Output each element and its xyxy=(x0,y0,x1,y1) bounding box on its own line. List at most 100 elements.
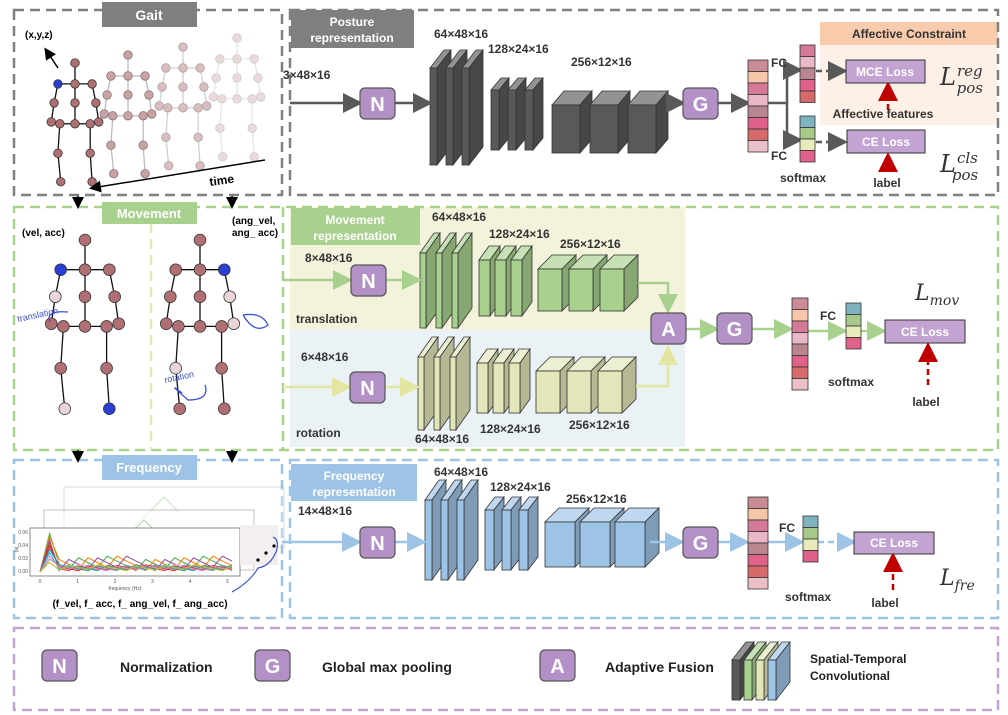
posture-fc2-label: FC xyxy=(771,149,787,163)
skeleton-joint xyxy=(249,54,259,64)
skeleton-joint xyxy=(164,161,174,171)
legend-global-pool-icon-label: G xyxy=(265,656,281,678)
conv-block-front xyxy=(731,659,741,701)
frequency-global-pool-box xyxy=(682,526,719,559)
frequency-feature-vector xyxy=(747,496,769,590)
skeleton-joint xyxy=(138,140,148,150)
translation-dim-2: 128×24×16 xyxy=(489,227,550,241)
feature-vectors xyxy=(747,44,862,590)
skeleton-joint xyxy=(232,54,242,64)
posture-dim-2: 128×24×16 xyxy=(488,42,549,56)
mce-loss-label: MCE Loss xyxy=(856,65,914,79)
skeleton-bone xyxy=(142,145,146,174)
movement-ce-loss-box xyxy=(884,319,966,344)
skeleton-joint xyxy=(202,101,212,111)
frequency-title: Frequency xyxy=(116,460,183,475)
gait-skeleton-frame-2 xyxy=(99,50,157,179)
conv-block xyxy=(484,495,505,572)
rotation-conv-stack xyxy=(417,335,637,432)
skeleton-joint xyxy=(99,109,109,119)
skeleton-joint xyxy=(256,92,266,102)
posture-fc-arrow-1 xyxy=(768,60,803,105)
movement-feature-vector-cell xyxy=(791,378,809,391)
movement-feature-vector-cell xyxy=(791,309,809,322)
conv-block-front xyxy=(510,259,523,317)
frequency-cls-output-cell xyxy=(802,527,819,540)
y-axis-label: |a| xyxy=(14,547,20,552)
conv-block xyxy=(510,244,533,318)
posture-global-pool-box xyxy=(682,87,719,120)
rotation-curve-2 xyxy=(242,313,269,329)
frequency-branch-panel xyxy=(288,458,1000,620)
skeleton-joint xyxy=(218,402,231,415)
translation-input-dim: 8×48×16 xyxy=(305,251,353,265)
frequency-feature-vector-cell xyxy=(747,542,769,555)
posture-reg-output-cell xyxy=(799,79,816,92)
movement-global-pool: G xyxy=(716,312,753,345)
posture-feature-vector-cell xyxy=(747,105,769,118)
rotation-normalization-box xyxy=(349,371,386,404)
adaptive-fusion-box xyxy=(650,312,687,345)
movement-label: label xyxy=(912,395,939,409)
adaptive-fusion-label: A xyxy=(661,319,675,341)
posture-fc1-label: FC xyxy=(771,56,787,70)
movement-softmax-label: softmax xyxy=(828,375,874,389)
skeleton-joint xyxy=(154,101,164,111)
skeleton-joint xyxy=(46,117,56,127)
conv-block-front xyxy=(461,67,470,166)
skeleton-joint xyxy=(208,92,218,102)
frequency-feature-vector-cell xyxy=(747,519,769,532)
frequency-rep-title-box xyxy=(291,464,417,501)
posture-normalization-label: N xyxy=(370,94,384,116)
skeleton-joint xyxy=(108,290,121,303)
posture-cls-output-cell xyxy=(799,115,816,128)
skeleton-joint xyxy=(91,98,101,108)
mce-loss-box xyxy=(845,59,926,84)
skeleton-joint xyxy=(53,79,63,89)
posture-cls-output xyxy=(799,115,816,163)
skeleton-joint xyxy=(178,82,188,92)
translation-to-fusion-arrow xyxy=(638,281,678,314)
skeleton-joint xyxy=(232,73,242,83)
skeleton-joint xyxy=(123,50,133,60)
frequency-cls-output-cell xyxy=(802,515,819,528)
conv-block xyxy=(589,89,631,155)
skeleton-joint xyxy=(178,103,188,113)
legend-conv-2: Convolutional xyxy=(810,669,890,683)
skeleton-joint xyxy=(253,73,263,83)
time-arrow xyxy=(89,159,266,193)
skeleton-joint xyxy=(232,33,242,43)
conv-block-front xyxy=(518,509,529,571)
posture-label: label xyxy=(873,176,900,190)
skeleton-joint xyxy=(140,71,150,81)
conv-block xyxy=(507,76,527,152)
frequency-global-pool: G xyxy=(682,526,719,559)
legend-normalization: Normalization xyxy=(120,659,213,675)
posture-cls-output-cell xyxy=(799,138,816,151)
affective-features-label: Affective features xyxy=(833,107,934,121)
conv-block-front xyxy=(535,370,561,414)
ellipsis-dot xyxy=(272,544,276,548)
y-tick-label: 0.02 xyxy=(18,556,28,562)
skeleton-joint xyxy=(159,317,173,330)
skeleton-joint xyxy=(106,140,116,150)
legend-normalization-icon: N xyxy=(41,649,78,682)
conv-block-front xyxy=(433,356,441,431)
conv-block xyxy=(461,48,484,167)
ellipsis-dot xyxy=(264,551,268,555)
skeleton-bone xyxy=(220,368,225,409)
conv-block xyxy=(597,356,637,414)
conv-block-front xyxy=(599,268,625,312)
posture-feature-vector-cell xyxy=(747,71,769,84)
conv-block-side xyxy=(515,76,527,152)
conv-block-front xyxy=(508,362,521,414)
movement-fc-label: FC xyxy=(820,309,836,323)
gait-skeleton-frame-4 xyxy=(208,33,266,162)
y-tick-label: 0.06 xyxy=(18,530,28,536)
translation-dim-3: 256×12×16 xyxy=(560,237,621,251)
movement-feature-vector-cell xyxy=(791,297,809,310)
movement-skeleton-translation xyxy=(45,233,126,415)
skeleton-joint xyxy=(218,263,231,276)
